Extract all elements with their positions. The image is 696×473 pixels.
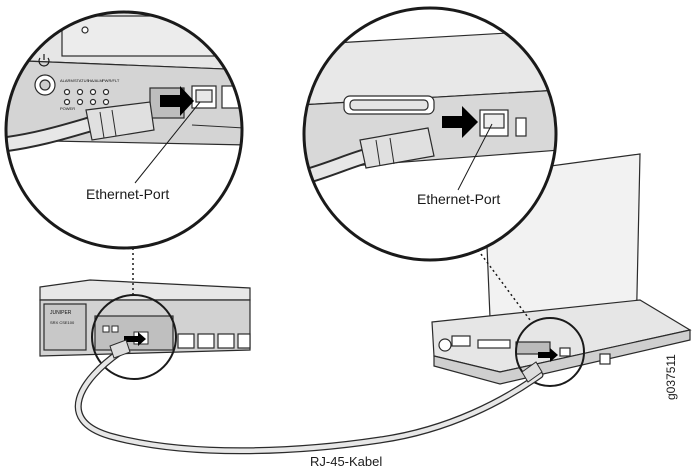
- right-port-pointer: [457, 123, 493, 191]
- left-ethernet-port-label: Ethernet-Port: [86, 186, 170, 202]
- led-label-power: POWER: [60, 106, 75, 111]
- right-ethernet-port-label: Ethernet-Port: [417, 191, 501, 207]
- led-label-pwr: PWR/FLT: [102, 78, 120, 83]
- device-model-label: SRX CSE100: [50, 320, 75, 325]
- left-arrow-icon: [160, 86, 194, 116]
- led-label-ha: HA/ALM: [88, 78, 103, 83]
- cable-label: RJ-45-Kabel: [310, 454, 383, 469]
- power-icon: [38, 54, 50, 67]
- cable-plug-left: [109, 339, 131, 359]
- left-magnified-view: ALARM STATUS HA/ALM PWR/FLT POWER: [4, 10, 244, 250]
- appliance-zoom-circle: [91, 294, 177, 380]
- appliance-device: [39, 279, 251, 357]
- right-magnified-view: [302, 6, 558, 262]
- led-label-alarm: ALARM: [60, 78, 74, 83]
- cable-plug-right: [521, 361, 543, 383]
- right-arrow-icon: [442, 106, 478, 138]
- laptop-arrow-icon: [538, 348, 558, 362]
- figure-id-label: g037511: [664, 354, 678, 400]
- laptop-zoom-circle: [515, 317, 585, 387]
- led-label-status: STATUS: [74, 78, 90, 83]
- device-brand-label: JUNIPER: [50, 310, 72, 316]
- left-port-pointer: [134, 101, 201, 184]
- appliance-arrow-icon: [124, 332, 146, 346]
